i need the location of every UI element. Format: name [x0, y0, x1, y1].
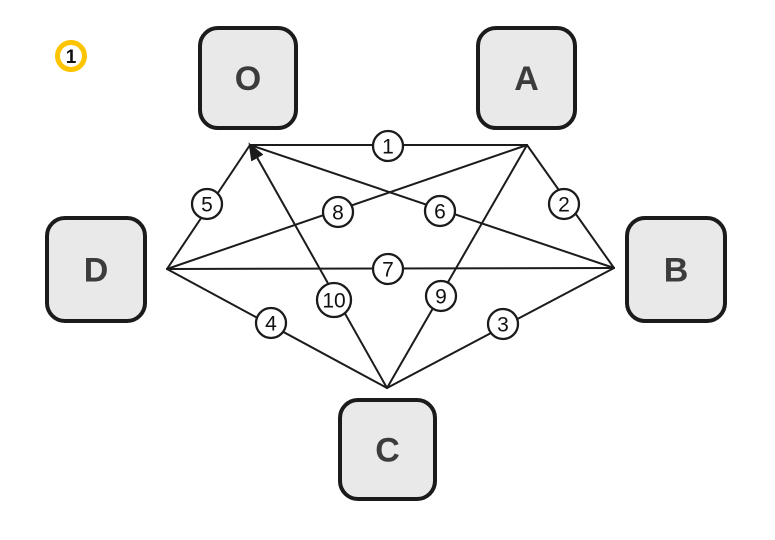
- edge-label-4[interactable]: 4: [254, 306, 288, 340]
- node-B[interactable]: B: [625, 216, 727, 323]
- edge-label-circle[interactable]: [315, 281, 353, 319]
- node-O[interactable]: O: [198, 26, 298, 130]
- edge-label-text: 4: [265, 313, 277, 336]
- edge-label-text: 6: [434, 201, 446, 224]
- edge-label-9[interactable]: 9: [424, 279, 458, 313]
- edge-label-circle[interactable]: [423, 194, 457, 228]
- edge-label-circle[interactable]: [190, 187, 224, 221]
- node-letter: C: [375, 432, 400, 470]
- edge-label-7[interactable]: 7: [371, 252, 405, 286]
- edge-label-3[interactable]: 3: [486, 307, 520, 341]
- edge-label-text: 8: [332, 202, 344, 225]
- edge-labels-layer: 1 2 3 4 5 6 7 8 9 10: [190, 129, 581, 341]
- edge-label-text: 5: [201, 194, 213, 217]
- edge-label-circle[interactable]: [424, 279, 458, 313]
- edge-label-8[interactable]: 8: [321, 195, 355, 229]
- edge-line-C-O: [248, 142, 388, 389]
- edge-label-circle[interactable]: [486, 307, 520, 341]
- edge-label-text: 2: [558, 194, 570, 217]
- node-letter: B: [664, 252, 689, 290]
- edge-label-text: 3: [497, 314, 509, 337]
- question-number-badge: 1: [55, 40, 87, 72]
- edge-label-text: 10: [322, 290, 345, 313]
- edge-label-6[interactable]: 6: [423, 194, 457, 228]
- edge-label-5[interactable]: 5: [190, 187, 224, 221]
- edge-label-text: 9: [435, 286, 447, 309]
- edge-label-2[interactable]: 2: [547, 187, 581, 221]
- node-box[interactable]: [45, 216, 147, 323]
- node-box[interactable]: [338, 398, 437, 501]
- edge-label-text: 7: [382, 259, 394, 282]
- edge-label-10[interactable]: 10: [315, 281, 353, 319]
- node-D[interactable]: D: [45, 216, 147, 323]
- badge-layer: 1: [55, 40, 87, 72]
- node-letter: O: [235, 60, 261, 98]
- question-badge-text: 1: [66, 47, 77, 68]
- nodes-layer: O A D B C: [45, 26, 727, 501]
- question-badge-ring: [55, 40, 87, 72]
- node-A[interactable]: A: [476, 26, 577, 130]
- edge-label-circle[interactable]: [321, 195, 355, 229]
- node-box[interactable]: [476, 26, 577, 130]
- node-box[interactable]: [198, 26, 298, 130]
- node-letter: A: [514, 60, 539, 98]
- edge-label-circle[interactable]: [547, 187, 581, 221]
- edge-label-text: 1: [382, 136, 394, 159]
- node-letter: D: [84, 252, 109, 290]
- edge-label-circle[interactable]: [371, 129, 405, 163]
- node-C[interactable]: C: [338, 398, 437, 501]
- edge-label-1[interactable]: 1: [371, 129, 405, 163]
- edge-label-circle[interactable]: [254, 306, 288, 340]
- node-box[interactable]: [625, 216, 727, 323]
- edge-line-A-C: [386, 144, 528, 389]
- edge-label-circle[interactable]: [371, 252, 405, 286]
